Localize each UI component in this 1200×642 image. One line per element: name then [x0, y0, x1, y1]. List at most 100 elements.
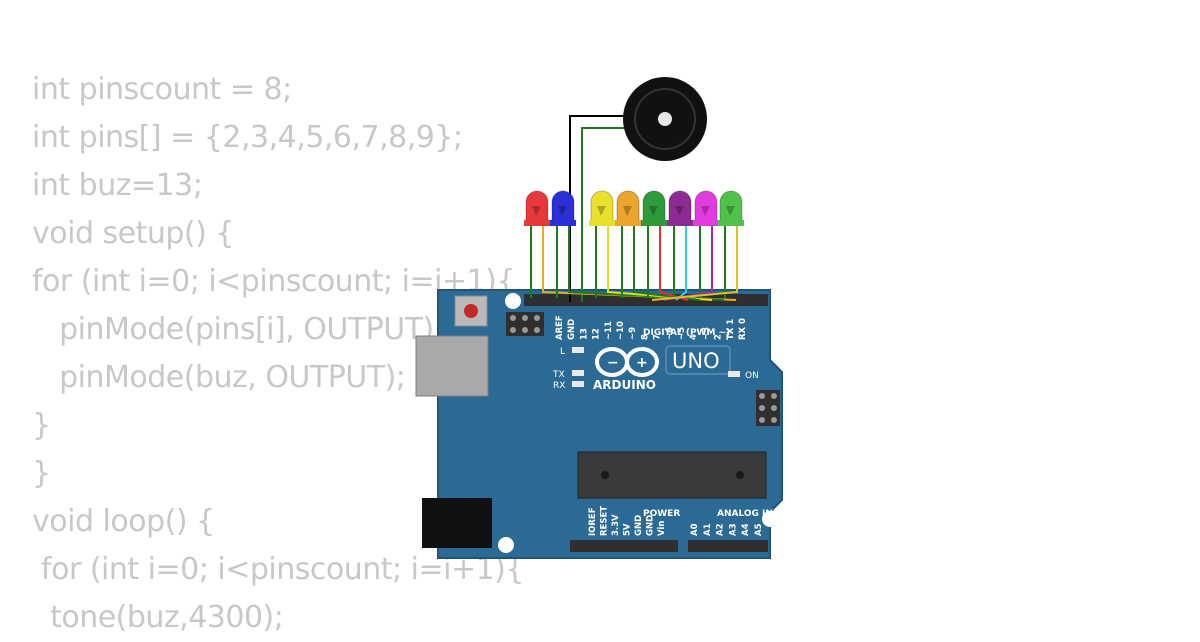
led-die [623, 206, 632, 216]
atmega-chip [577, 451, 767, 499]
digital-pin-label: ~6 [665, 327, 675, 340]
digital-pin-label: 8 [640, 334, 650, 340]
code-line: tone(buz,4300); [32, 600, 284, 635]
l-indicator-led [572, 347, 584, 353]
analog-pin-label: A1 [703, 523, 713, 536]
digital-pin-label: ~10 [616, 321, 626, 340]
digital-pin-label: 13 [579, 328, 589, 340]
svg-text:+: + [636, 355, 648, 371]
tx-indicator-led [572, 370, 584, 376]
rx-indicator-led [572, 381, 584, 387]
code-line: for (int i=0; i<pinscount; i=i+1){ [32, 264, 515, 299]
led[interactable] [667, 190, 693, 226]
digital-pin-label: AREF [555, 315, 565, 340]
led-body [525, 190, 549, 225]
led[interactable] [693, 190, 719, 226]
led-body [642, 190, 666, 225]
brand-label: ARDUINO [593, 378, 656, 392]
digital-pin-label: ~5 [677, 327, 687, 340]
led-rim [693, 220, 719, 226]
svg-text:−: − [607, 355, 619, 371]
power-header [570, 540, 678, 552]
led-array[interactable] [524, 190, 744, 226]
code-line: void loop() { [32, 504, 215, 539]
power-pin-label: IOREF [588, 507, 598, 536]
led-body [616, 190, 640, 225]
digital-pin-label: GND [567, 319, 577, 340]
code-line: pinMode(pins[i], OUTPUT); [32, 312, 444, 347]
led[interactable] [718, 190, 744, 226]
led-body [719, 190, 743, 225]
power-jack [422, 498, 492, 548]
code-line: } [32, 456, 51, 491]
code-line: int buz=13; [32, 168, 203, 203]
power-pin-label: Vin [657, 521, 667, 536]
reset-button-cap [464, 304, 478, 318]
code-line: } [32, 408, 51, 443]
digital-pin-label: 4 [689, 334, 699, 340]
analog-header-label: ANALOG IN [717, 509, 773, 519]
digital-pin-label: RX 0 [738, 318, 748, 340]
code-line: pinMode(buz, OUTPUT); [32, 360, 406, 395]
led-rim [589, 220, 615, 226]
led-die [558, 206, 567, 216]
power-pin-label: 5V [623, 523, 633, 536]
analog-pin-label: A2 [716, 523, 726, 536]
led-body [694, 190, 718, 225]
l-label: L [560, 347, 565, 357]
power-pin-label: 3.3V [611, 514, 621, 536]
led-body [551, 190, 575, 225]
mount-hole [498, 537, 514, 553]
mount-hole [762, 511, 778, 527]
on-label: ON [745, 371, 759, 381]
analog-pin-label: A0 [690, 523, 700, 536]
analog-pin-label: A5 [754, 523, 764, 536]
model-label: UNO [672, 349, 720, 373]
led-anode-wire [542, 226, 737, 301]
led-rim [524, 220, 550, 226]
code-line: void setup() { [32, 216, 234, 251]
led[interactable] [550, 190, 576, 226]
led-body [590, 190, 614, 225]
analog-header [688, 540, 768, 552]
digital-header-label: DIGITAL (PWM ~) [643, 328, 730, 338]
led[interactable] [615, 190, 641, 226]
led-anode-wire [651, 226, 738, 301]
icsp2-header [756, 390, 780, 426]
code-line: int pins[] = {2,3,4,5,6,7,8,9}; [32, 120, 463, 155]
led-die [675, 206, 684, 216]
digital-pin-label: TX 1 [726, 319, 736, 340]
led-body [668, 190, 692, 225]
power-pin-label: GND [634, 515, 644, 536]
tx-label: TX [552, 370, 565, 380]
model-badge [665, 345, 731, 375]
led[interactable] [524, 190, 550, 226]
led-anode-wire [633, 226, 701, 301]
led-die [532, 206, 541, 216]
circuit-simulation[interactable]: − + ARDUINO UNO DIGITAL (PWM ~) POWER AN… [400, 60, 800, 570]
icsp-header [506, 312, 544, 336]
power-header-label: POWER [643, 509, 680, 519]
arduino-logo: − + [595, 347, 659, 377]
led-die [726, 206, 735, 216]
analog-pin-label: A4 [741, 523, 751, 536]
led-die [649, 206, 658, 216]
analog-pin-label: A3 [728, 523, 738, 536]
led-rim [718, 220, 744, 226]
digital-pin-label: ~9 [628, 327, 638, 340]
power-pin-label: RESET [600, 506, 610, 536]
led[interactable] [641, 190, 667, 226]
digital-header [524, 294, 768, 306]
on-indicator-led [728, 371, 740, 377]
digital-pin-label: 2 [714, 334, 724, 340]
code-editor[interactable]: int pinscount = 8;int pins[] = {2,3,4,5,… [32, 66, 524, 642]
led-rim [667, 220, 693, 226]
led-die [597, 206, 606, 216]
led[interactable] [589, 190, 615, 226]
led-rim [641, 220, 667, 226]
arduino-uno-board[interactable]: − + ARDUINO UNO DIGITAL (PWM ~) POWER AN… [415, 289, 783, 559]
digital-pin-label: 7 [653, 334, 663, 340]
piezo-buzzer[interactable] [623, 77, 707, 161]
